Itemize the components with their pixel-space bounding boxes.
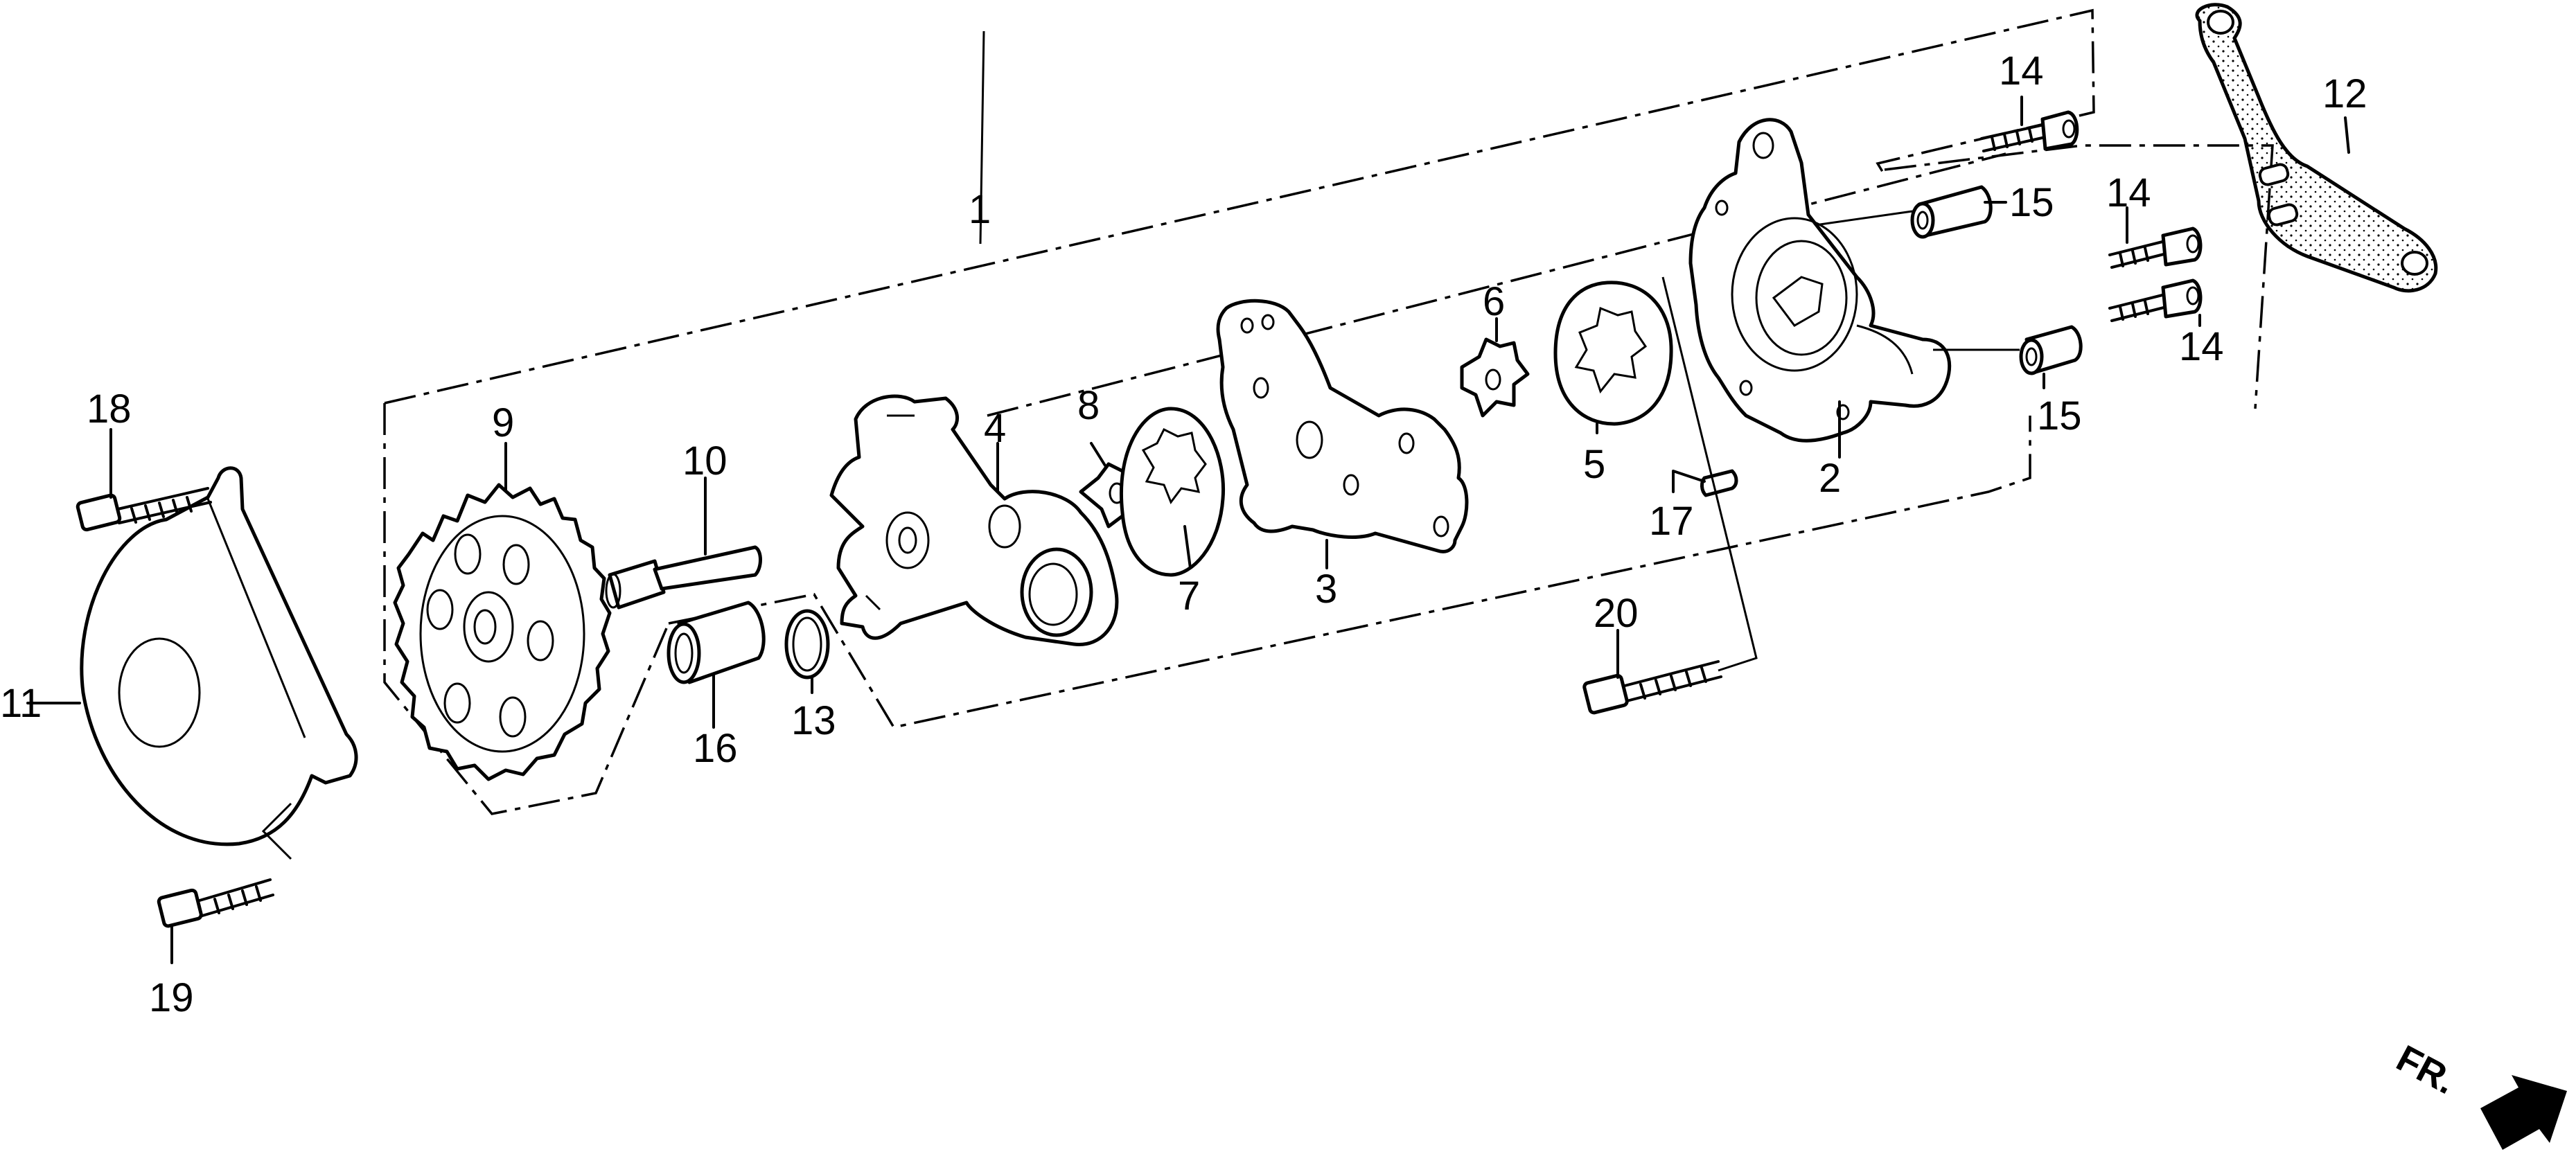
bolt-19 <box>157 802 292 964</box>
callout-6: 6 <box>1483 279 1505 324</box>
callout-15-upper: 15 <box>2009 180 2054 225</box>
callout-4: 4 <box>984 406 1006 451</box>
front-direction-indicator: FR. <box>2390 1038 2567 1150</box>
part-20-bolt <box>1582 276 1758 715</box>
callout-13: 13 <box>791 698 836 743</box>
part-15-collar-lower <box>1933 325 2083 389</box>
part-16-collar <box>667 601 766 729</box>
part-3-separator-plate <box>1216 299 1469 569</box>
callout-18: 18 <box>87 387 132 432</box>
part-14-bolt-lower <box>2108 278 2203 327</box>
part-17-dowel-pin <box>1672 469 1738 497</box>
part-5-outer-rotor <box>1553 281 1673 434</box>
callout-19: 19 <box>149 975 194 1020</box>
part-6-inner-rotor <box>1460 317 1530 418</box>
callout-14-middle: 14 <box>2106 170 2151 215</box>
callout-14-top: 14 <box>1999 48 2044 94</box>
callout-5: 5 <box>1583 442 1605 487</box>
callout-16: 16 <box>693 726 738 771</box>
assembly-boundary-lines <box>383 8 2274 815</box>
callout-14-lower: 14 <box>2179 324 2224 369</box>
part-10-bolt <box>605 477 762 610</box>
callout-7: 7 <box>1178 574 1200 619</box>
callout-8: 8 <box>1077 383 1100 428</box>
callout-3: 3 <box>1315 567 1337 612</box>
part-11-cover <box>26 466 358 846</box>
bolt-18 <box>76 428 212 532</box>
callout-10: 10 <box>682 438 727 483</box>
part-13-o-ring <box>784 609 830 694</box>
part-2-pump-housing <box>1688 118 1952 459</box>
part-14-bolt-middle <box>2108 206 2203 269</box>
callout-20: 20 <box>1594 591 1639 636</box>
part-15-collar-upper <box>1815 185 2007 239</box>
part-14-bolt-top <box>1980 96 2079 152</box>
arrow-right-down-icon <box>2480 1075 2567 1150</box>
front-label: FR. <box>2390 1038 2462 1103</box>
callout-1: 1 <box>969 187 991 232</box>
callout-labels: 1 2 3 4 5 6 7 8 9 10 11 12 13 14 14 14 1… <box>0 48 2367 1020</box>
part-7-outer-rotor <box>1120 407 1226 577</box>
callout-2: 2 <box>1819 456 1841 501</box>
part-4-pump-body <box>829 394 1119 646</box>
callout-15-lower: 15 <box>2037 393 2082 438</box>
callout-11: 11 <box>0 681 42 726</box>
part-12-bracket <box>2195 3 2438 293</box>
part-9-gear <box>393 442 612 781</box>
callout-12: 12 <box>2322 71 2367 116</box>
callout-9: 9 <box>492 400 514 445</box>
callout-17: 17 <box>1649 499 1694 544</box>
